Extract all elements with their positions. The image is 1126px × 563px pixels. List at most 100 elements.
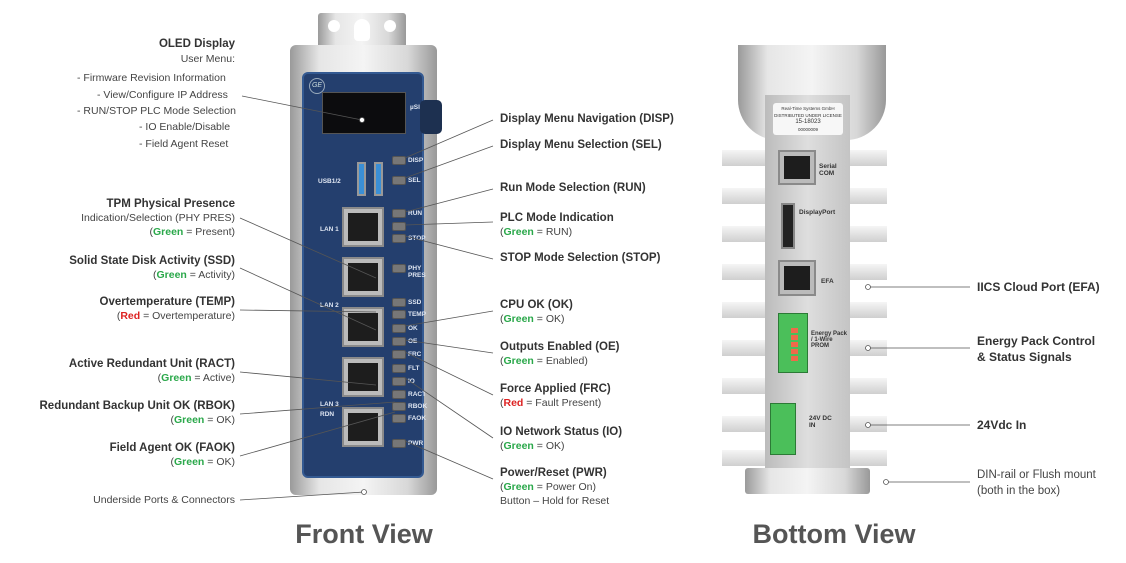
lan2-label: LAN 2 bbox=[320, 302, 339, 309]
state-color: Green bbox=[503, 226, 534, 238]
frc-callout: Force Applied (FRC) (Red = Fault Present… bbox=[500, 383, 611, 409]
callout-title: & Status Signals bbox=[977, 350, 1072, 364]
led-label: RUN bbox=[408, 210, 423, 217]
sticker-line: DISTRIBUTED UNDER LICENSE bbox=[774, 113, 842, 118]
dc-in-connector bbox=[770, 403, 796, 455]
front-panel: GE µSI USB1/2 LAN 1 LAN 2 LAN 3 RDN DISP… bbox=[302, 72, 442, 478]
pwr-callout: Power/Reset (PWR) (Green = Power On) But… bbox=[500, 467, 610, 507]
rdn-label: RDN bbox=[320, 411, 335, 418]
led-label: RACT bbox=[408, 391, 427, 398]
lan2-port-b bbox=[342, 307, 384, 347]
led-frc bbox=[392, 350, 406, 359]
led-label: FLT bbox=[408, 365, 420, 372]
led-label: SEL bbox=[408, 177, 421, 184]
callout-line: DIN-rail or Flush mount bbox=[977, 469, 1096, 481]
plc-callout: PLC Mode Indication (Green = RUN) bbox=[500, 212, 614, 238]
led-label: RBOK bbox=[408, 403, 428, 410]
oe-callout: Outputs Enabled (OE) (Green = Enabled) bbox=[500, 341, 620, 367]
menu-item: - Field Agent Reset bbox=[139, 138, 229, 150]
usb-label: USB1/2 bbox=[318, 178, 341, 185]
callout-title: Power/Reset (PWR) bbox=[500, 467, 607, 479]
callout-title: IO Network Status (IO) bbox=[500, 426, 623, 438]
menu-item: - RUN/STOP PLC Mode Selection bbox=[77, 105, 236, 117]
led-label: FAOK bbox=[408, 415, 427, 422]
callout-title: Redundant Backup Unit OK (RBOK) bbox=[39, 400, 236, 412]
state-desc: = OK) bbox=[533, 440, 565, 452]
callout-title: Field Agent OK (FAOK) bbox=[109, 442, 235, 454]
state-desc: = RUN) bbox=[533, 226, 573, 238]
lan1-port bbox=[342, 207, 384, 247]
state-desc: = Enabled) bbox=[533, 355, 588, 367]
callout-title: PLC Mode Indication bbox=[500, 212, 614, 224]
state-color: Green bbox=[174, 456, 205, 468]
displayport bbox=[781, 203, 795, 249]
led-label: SSD bbox=[408, 299, 422, 306]
led-stop[interactable] bbox=[392, 234, 406, 243]
led-ssd bbox=[392, 298, 406, 307]
oled-title: OLED Display bbox=[158, 38, 235, 50]
led-label: TEMP bbox=[408, 311, 427, 318]
led-disp[interactable] bbox=[392, 156, 406, 165]
leader-lines bbox=[239, 95, 970, 501]
ok-callout: CPU OK (OK) (Green = OK) bbox=[500, 299, 573, 325]
sd-card-door[interactable] bbox=[420, 100, 442, 134]
usb-port-2 bbox=[374, 162, 383, 196]
callout-line: (both in the box) bbox=[977, 485, 1061, 497]
temp-callout: Overtemperature (TEMP) (Red = Overtemper… bbox=[99, 296, 235, 322]
led-sel[interactable] bbox=[392, 176, 406, 185]
led-rbok bbox=[392, 402, 406, 411]
oled-menu-label: User Menu: bbox=[180, 53, 235, 65]
energy-label: Energy Pack / 1-Wire PROM bbox=[811, 331, 848, 349]
stop-callout: STOP Mode Selection (STOP) bbox=[500, 252, 661, 264]
state-color: Green bbox=[152, 226, 184, 238]
led-label: OK bbox=[408, 325, 418, 332]
state-desc: = OK) bbox=[204, 414, 235, 426]
led-run[interactable] bbox=[392, 209, 406, 218]
state-desc: = Activity) bbox=[186, 269, 235, 281]
led-label: PHY PRES bbox=[408, 265, 426, 279]
callout-line: Indication/Selection (PHY PRES) bbox=[81, 212, 235, 224]
lan3-label: LAN 3 bbox=[320, 401, 339, 408]
state-desc: = Power On) bbox=[533, 481, 597, 493]
state-color: Green bbox=[503, 440, 534, 452]
energy-callout: Energy Pack Control & Status Signals bbox=[977, 333, 1095, 365]
menu-item: - IO Enable/Disable bbox=[139, 121, 231, 133]
led-oe bbox=[392, 337, 406, 346]
serial-com-port bbox=[778, 150, 816, 185]
dc-in-label: 24V DC IN bbox=[809, 415, 832, 429]
callout-title: Active Redundant Unit (RACT) bbox=[68, 358, 235, 370]
state-color: Green bbox=[161, 372, 192, 384]
callout-title: Energy Pack Control bbox=[977, 334, 1096, 348]
sticker-line: 00000009 bbox=[797, 127, 819, 132]
menu-item: - View/Configure IP Address bbox=[97, 89, 228, 101]
efa-label: EFA bbox=[821, 278, 834, 285]
dcin-callout: 24Vdc In bbox=[977, 418, 1027, 432]
led-flt bbox=[392, 364, 406, 373]
front-view-title: Front View bbox=[295, 519, 433, 549]
io-callout: IO Network Status (IO) (Green = OK) bbox=[500, 426, 623, 452]
led-phy-pres[interactable] bbox=[392, 264, 406, 273]
displayport-label: DisplayPort bbox=[799, 209, 836, 216]
faok-callout: Field Agent OK (FAOK) (Green = OK) bbox=[109, 442, 235, 468]
connector-plate: Real-Time Systems GmbH DISTRIBUTED UNDER… bbox=[765, 95, 850, 470]
serial-label: Serial COM bbox=[819, 163, 837, 177]
sticker: Real-Time Systems GmbH DISTRIBUTED UNDER… bbox=[773, 103, 843, 135]
state-desc: = Fault Present) bbox=[523, 397, 602, 409]
sel-callout: Display Menu Selection (SEL) bbox=[500, 139, 662, 151]
tpm-callout: TPM Physical Presence Indication/Selecti… bbox=[81, 198, 235, 238]
state-color: Green bbox=[503, 481, 534, 493]
usi-label: µSI bbox=[410, 104, 420, 111]
state-color: Red bbox=[120, 310, 141, 322]
disp-callout: Display Menu Navigation (DISP) bbox=[500, 113, 674, 125]
bottom-view-title: Bottom View bbox=[752, 519, 916, 549]
lan1-label: LAN 1 bbox=[320, 226, 339, 233]
led-plc-mode bbox=[392, 222, 406, 231]
ssd-callout: Solid State Disk Activity (SSD) (Green =… bbox=[69, 255, 235, 281]
efa-port bbox=[778, 260, 816, 296]
state-color: Red bbox=[503, 397, 524, 409]
callout-title: Solid State Disk Activity (SSD) bbox=[69, 255, 235, 267]
menu-item: - Firmware Revision Information bbox=[77, 72, 226, 84]
led-label: IO bbox=[408, 378, 415, 385]
led-label: PWR bbox=[408, 440, 424, 447]
led-pwr[interactable] bbox=[392, 439, 406, 448]
